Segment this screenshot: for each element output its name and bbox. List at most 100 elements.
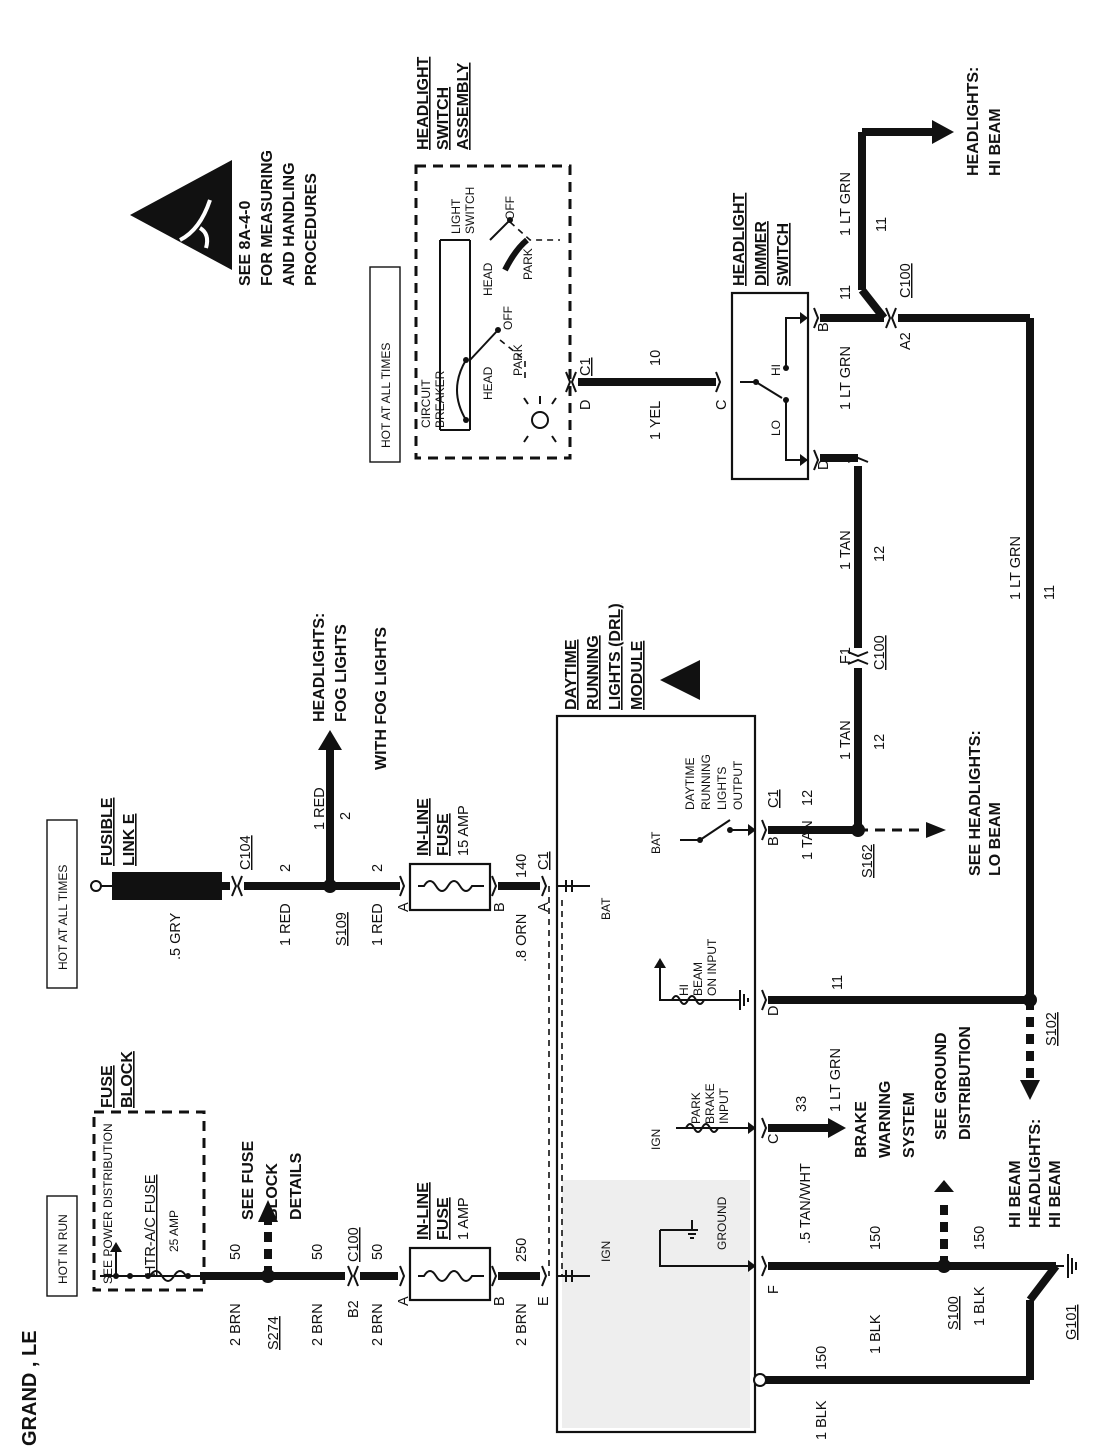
headlight-switch-name-3: ASSEMBLY [455, 62, 472, 150]
wire-label-11-long: 11 [1042, 585, 1058, 600]
wire-label-50-3: 50 [370, 1244, 386, 1260]
wire-label-1red-2: 1 RED [312, 787, 328, 830]
conn-c1-label-drl: C1 [766, 789, 782, 808]
conn-c104-label: C104 [238, 835, 254, 870]
splice-s100-label: S100 [946, 1296, 962, 1330]
circuit-breaker-1: CIRCUIT [419, 379, 433, 428]
hot-at-all-times-label-left: HOT AT ALL TIMES [56, 865, 70, 970]
esd-text-2: FOR MEASURING [259, 150, 276, 286]
wire-ground [753, 1180, 1077, 1387]
conn-b2-label: B2 [346, 1300, 362, 1318]
headlight-dimmer-switch [730, 291, 810, 481]
wire-label-1blk-3: 1 BLK [814, 1400, 830, 1440]
wire-label-150-1: 150 [868, 1226, 884, 1250]
inline-fuse-1amp [408, 1246, 492, 1302]
hot-at-all-times-box-left: HOT AT ALL TIMES [46, 819, 78, 989]
splice-s102-label: S102 [1044, 1012, 1060, 1046]
drl-ign-label-1: IGN [599, 1241, 613, 1262]
dest-ground-dist-1: SEE GROUND [933, 1032, 950, 1140]
drl-output-4: OUTPUT [731, 760, 745, 810]
wire-fusible-link-run [90, 730, 548, 912]
drl-name-2: RUNNING [585, 635, 602, 710]
esd-text-1: SEE 8A-4-0 [237, 201, 254, 286]
pin-b-label-2: B [492, 902, 508, 912]
splice-s274-label: S274 [266, 1316, 282, 1350]
wire-label-10: 10 [648, 350, 664, 366]
wire-label-150-2: 150 [972, 1226, 988, 1250]
drl-ign-label-2: IGN [649, 1129, 663, 1150]
conn-c100-label-1: C100 [346, 1227, 362, 1262]
wire-label-2brn-4: 2 BRN [514, 1303, 530, 1346]
drl-bat-label-2: BAT [649, 831, 663, 854]
wire-label-250: 250 [514, 1238, 530, 1262]
drl-park-brake-3: INPUT [717, 1087, 731, 1124]
hs-off-1: OFF [501, 306, 515, 330]
dest-brake-2: WARNING [877, 1081, 894, 1158]
inline-fuse-1-name-2: FUSE [435, 1197, 452, 1240]
wire-label-12-1: 12 [800, 790, 816, 806]
fusible-link-name-2: LINK E [121, 813, 138, 866]
esd-text-4: PROCEDURES [303, 173, 320, 286]
dimmer-lo: LO [769, 420, 783, 436]
wire-label-50-2: 50 [310, 1244, 326, 1260]
wire-label-150-3: 150 [814, 1346, 830, 1370]
wire-label-11-3: 11 [874, 217, 890, 232]
pin-a-label-3: A [536, 902, 552, 912]
pin-d-dimmer: D [816, 460, 832, 470]
pin-f-drl: F [766, 1285, 782, 1294]
wire-dimmer-lo [813, 449, 858, 471]
circuit-breaker-2: BREAKER [433, 370, 447, 428]
fuse-block-label-2: BLOCK [119, 1051, 136, 1108]
esd-text-3: AND HANDLING [281, 162, 298, 286]
fuse-block: FUSE BLOCK SEE POWER DISTRIBUTION HTR-A/… [92, 1051, 206, 1292]
wire-label-33: 33 [794, 1096, 810, 1112]
conn-c1-label-1: C1 [536, 851, 552, 870]
dimmer-name-2: DIMMER [753, 221, 770, 286]
hot-in-run-label: HOT IN RUN [56, 1214, 70, 1284]
see-fuse-block-details-3: DETAILS [288, 1152, 305, 1220]
inline-fuse-2-name-2: FUSE [435, 813, 452, 856]
dimmer-name-1: HEADLIGHT [731, 192, 748, 286]
wire-label-5gry: .5 GRY [168, 912, 184, 960]
drl-hi-beam-2: BEAM [691, 962, 705, 996]
drl-output-1: DAYTIME [683, 758, 697, 810]
dest-brake-3: SYSTEM [901, 1092, 918, 1158]
inline-fuse-1-name: IN-LINE [415, 1182, 432, 1240]
drl-park-brake-2: BRAKE [703, 1083, 717, 1124]
drl-park-brake-1: PARK [689, 1092, 703, 1124]
dest-hi-beam-top-1: HEADLIGHTS: [965, 67, 982, 176]
splice-s162-label: S162 [860, 844, 876, 878]
wire-park-brake [761, 1117, 846, 1139]
inline-fuse-1-rating: 1 AMP [456, 1197, 472, 1240]
esd-warning-icon [130, 160, 232, 270]
pin-b-drl: B [766, 836, 782, 846]
drl-name-1: DAYTIME [563, 639, 580, 710]
dest-hi-beam-bottom-3: HI BEAM [1047, 1160, 1064, 1228]
hs-park-2: PARK [521, 248, 535, 280]
conn-c100-label-3: C100 [898, 263, 914, 298]
drl-output-2: RUNNING [699, 754, 713, 810]
wire-label-1blk-2: 1 BLK [972, 1286, 988, 1326]
wire-label-140: 140 [514, 854, 530, 878]
wire-label-2-2: 2 [338, 812, 354, 820]
wire-label-2brn-1: 2 BRN [228, 1303, 244, 1346]
wire-label-1ltgrn-long: 1 LT GRN [1008, 536, 1024, 600]
wire-label-12-2: 12 [872, 734, 888, 750]
ground-g101-label: G101 [1064, 1305, 1080, 1340]
pin-d-switch: D [578, 400, 594, 410]
drl-module [548, 714, 757, 1434]
dest-hi-beam-top-2: HI BEAM [987, 108, 1004, 176]
wire-label-1red-1: 1 RED [278, 903, 294, 946]
wire-hi-beam-input [761, 318, 1040, 1100]
hs-head-2: HEAD [481, 262, 495, 296]
pin-c-drl: C [766, 1134, 782, 1144]
wire-label-2-3: 2 [370, 864, 386, 872]
pin-d-drl: D [766, 1006, 782, 1016]
see-fuse-block-details: SEE FUSE [240, 1141, 257, 1220]
drl-name-3: LIGHTS (DRL) [607, 603, 624, 710]
pin-a-label-2: A [396, 902, 412, 912]
hs-off-2: OFF [503, 196, 517, 220]
dest-hi-beam-bottom-2: HEADLIGHTS: [1027, 1119, 1044, 1228]
conn-f1-label: F1 [838, 647, 854, 664]
with-fog-lights-note: WITH FOG LIGHTS [373, 627, 390, 770]
